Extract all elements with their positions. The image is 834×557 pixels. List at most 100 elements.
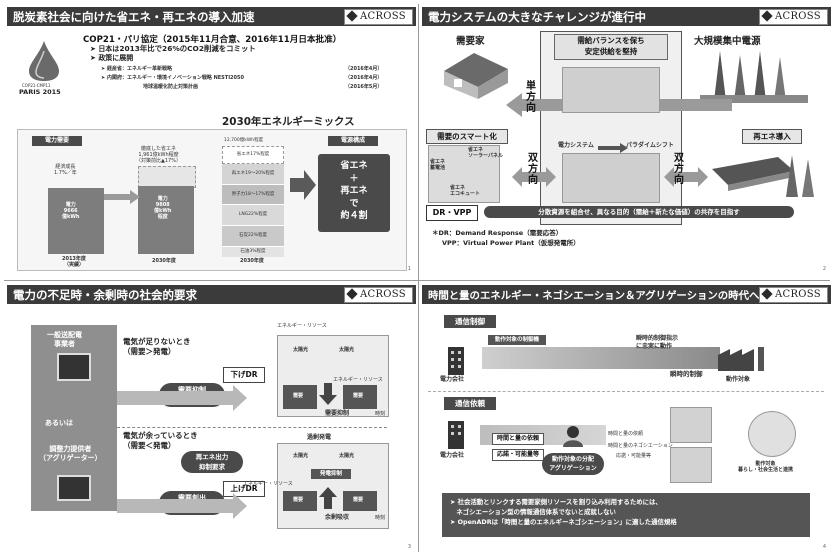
lifestyle-graphic — [748, 411, 796, 457]
year-2013: 2013年度 （実績） — [62, 256, 86, 268]
re-intro-box: 再エネ導入 — [742, 129, 802, 144]
time-qty-nego: 時間と量のネゴシエーション — [608, 443, 673, 449]
across-logo: ACROSS — [759, 287, 828, 303]
instruction-label: 瞬時的制御指示 に忠実に動作 — [636, 335, 679, 350]
demand-bar-2030 — [138, 186, 194, 254]
arrow-bullet-icon: ➤ — [90, 54, 96, 62]
solar-label-1: 太陽光 — [293, 347, 309, 353]
consumer-label: 需要家 — [456, 36, 485, 47]
policy-3: 地球温暖化防止対策計画 — [143, 84, 199, 90]
saving-block — [138, 166, 196, 188]
policy-1-date: （2016年4月） — [345, 66, 383, 72]
er-resource-3: エネルギー・リソース — [243, 481, 293, 487]
note-vpp: VPP：Virtual Power Plant（仮想発電所） — [442, 239, 580, 247]
er-resource-2: エネルギー・リソース — [333, 377, 383, 383]
slide-1-title: 脱炭素社会に向けた省エネ・再エネの導入加速 — [13, 10, 255, 24]
result-box: 省エネ ＋ 再エネ で 約４割 — [318, 154, 390, 232]
dr-vpp-box: DR・VPP — [426, 205, 478, 221]
power-co-label: 電力会社 — [440, 376, 465, 383]
surplus-absorb-label: 余剰吸収 — [325, 514, 350, 521]
two-way-arrow-icon — [512, 167, 556, 187]
cop21-logo: COP21·CMP11 PARIS 2015 — [19, 39, 69, 97]
smart-demand-box: 需要のスマート化 — [426, 129, 508, 144]
comm-request-label: 通信依頼 — [444, 397, 496, 410]
slide-2: 電力システムの大きなチャレンジが進行中 ACROSS 需要家 大規模集中電源 需… — [422, 7, 831, 275]
stack-top-label: 12,700億kWh程度 — [224, 138, 264, 143]
storage-label: 省エネ 蓄電池 — [430, 159, 446, 171]
comm-control-label: 通信制御 — [444, 315, 496, 328]
slide-1: 脱炭素社会に向けた省エネ・再エネの導入加速 ACROSS COP21·CMP11… — [7, 7, 416, 275]
slide-2-titlebar: 電力システムの大きなチャレンジが進行中 ACROSS — [422, 7, 831, 26]
demand-block-4 — [343, 491, 377, 511]
response-adj: 応諾・可能量等 — [492, 449, 544, 461]
policy-1: ➤ 経産省：エネルギー革新戦略 — [101, 66, 172, 72]
power-plant-icon — [700, 51, 808, 103]
demand-label-4: 需要 — [353, 497, 364, 503]
demand-block-3 — [283, 491, 317, 511]
arrow-bullet-icon: ➤ — [450, 518, 458, 526]
supply-header: 電源構成 — [328, 136, 378, 146]
page-number: 1 — [407, 266, 411, 272]
aggregator-label: 調整力提供者 （アグリゲーター） — [39, 445, 102, 462]
operator-icon — [563, 426, 583, 447]
horizontal-divider — [4, 280, 830, 281]
vertical-divider — [418, 4, 419, 552]
right-arrow-icon — [598, 143, 628, 153]
bullet-2: ➤ 政策に展開 — [90, 54, 134, 62]
demand-label-1: 需要 — [293, 393, 304, 399]
slide-3-titlebar: 電力の不足時・余剰時の社会的要求 ACROSS — [7, 285, 416, 304]
central-label: 大規模集中電源 — [694, 36, 761, 47]
up-arrow-icon — [319, 487, 337, 509]
demand-restrain-label: 需要抑制 — [325, 410, 350, 417]
solar-farm-icon — [712, 155, 814, 197]
one-way-label: 単 方 向 — [526, 81, 536, 114]
slide-3-title: 電力の不足時・余剰時の社会的要求 — [13, 288, 197, 302]
up-dr-label: 上げDR — [223, 481, 265, 497]
factory-icon — [718, 347, 764, 371]
solar-label-2: 太陽光 — [339, 347, 355, 353]
distribute-box: 動作対象の分配 アグリゲーション — [542, 453, 604, 475]
resource-graphic-b — [670, 447, 712, 483]
shortage-label: 電気が足りないとき （需要＞発電） — [123, 337, 191, 356]
policy-3-date: （2016年5月） — [345, 84, 383, 90]
cop-heading: COP21・パリ協定（2015年11月合意、2016年11月日本批准） — [83, 35, 342, 45]
power-co-label-2: 電力会社 — [440, 452, 465, 459]
instant-control-label: 瞬時的制御 — [670, 370, 703, 378]
er-resource-1: エネルギー・リソース — [277, 323, 327, 329]
control-target-label: 動作対象の制御機 — [488, 335, 546, 345]
page-number: 4 — [822, 544, 826, 550]
saving-label: 徹底した省エネ 1,961億kWh程度 （対策前比▲17%） — [136, 146, 181, 164]
two-way-label-right: 双 方 向 — [674, 153, 684, 186]
supply-stack: 省エネ17%程度 再エネ19〜20%程度 原子力18〜17%程度 LNG22%程… — [222, 146, 284, 257]
operating-target-label: 動作対象 — [726, 376, 751, 383]
growth-label: 経済成長 1.7%／年 — [54, 164, 77, 176]
arrow-bullet-icon: ➤ — [450, 498, 458, 506]
time-qty-request: 時間と量の依頼 — [492, 433, 544, 445]
demand-block-2 — [343, 385, 377, 409]
demand-block-1 — [283, 385, 317, 409]
power-system-graphic-bottom — [562, 153, 660, 203]
power-system-label: 電力システム — [558, 142, 594, 149]
section-divider — [428, 391, 824, 392]
policy-2: ➤ 内閣府：エネルギー・環境イノベーション戦略 NESTI2050 — [101, 75, 244, 81]
operating-target-label-2: 動作対象 暮らし・社会生活と連携 — [738, 461, 794, 473]
diamond-icon — [761, 10, 773, 22]
demand-bar-2030-label: 電力 9808 億kWh 程度 — [154, 196, 172, 220]
slide-1-titlebar: 脱炭素社会に向けた省エネ・再エネの導入加速 ACROSS — [7, 7, 416, 26]
demand-label-2: 需要 — [353, 393, 364, 399]
summary-bullet-2: ➤ OpenADRは「時間と量のエネルギーネゴシエーション」に適した通信規格 — [450, 518, 677, 526]
control-band — [482, 347, 720, 369]
building-icon — [448, 347, 464, 375]
time-qty-dep: 時間と量の依頼 — [608, 431, 644, 437]
surplus-label: 電気が余っているとき （需要＜発電） — [123, 431, 198, 450]
demand-label-3: 需要 — [293, 497, 304, 503]
slide-4: 時間と量のエネルギー・ネゴシエーション＆アグリゲーションの時代へ ACROSS … — [422, 285, 831, 553]
solar-label-3: 太陽光 — [293, 453, 309, 459]
slide-2-title: 電力システムの大きなチャレンジが進行中 — [428, 10, 647, 24]
demand-bar-2013-label: 電力 9666 億kWh — [62, 202, 80, 220]
re-output-request: 再エネ出力 抑制要求 — [181, 451, 243, 473]
year-2030-b: 2030年度 — [240, 258, 264, 264]
scenario-divider — [117, 427, 387, 428]
energy-mix-chart: 電力需要 電源構成 経済成長 1.7%／年 徹底した省エネ 1,961億kWh程… — [17, 129, 407, 271]
policy-2-date: （2016年4月） — [345, 75, 383, 81]
